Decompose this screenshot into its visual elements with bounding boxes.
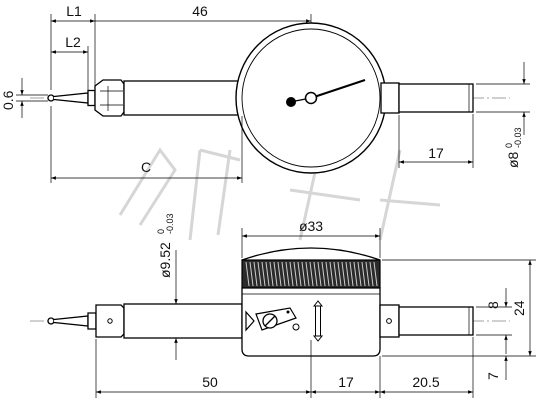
- dim-tail-17-label: 17: [428, 145, 444, 161]
- dim-side-stem-8-label: 8: [485, 301, 501, 309]
- direction-arrows-icon: [312, 300, 324, 342]
- triangle-indicator-icon: [245, 310, 255, 332]
- dim-height-24: 24: [382, 259, 536, 357]
- top-holder: [94, 79, 125, 117]
- dim-l2-label: L2: [65, 34, 81, 50]
- dim-bottom-row: 50 17 20.5: [95, 337, 474, 398]
- top-view: L1 46 L2 0.6 17: [0, 3, 530, 183]
- bezel-knurling: [245, 261, 378, 287]
- dim-len-20-5-label: 20.5: [412, 374, 439, 390]
- dim-height-24-label: 24: [511, 300, 527, 316]
- top-shank: [123, 80, 243, 116]
- dim-offset-7: 7: [485, 356, 508, 380]
- dim-stem-dia-tol-top: 0: [504, 143, 514, 148]
- dim-ball-dia-label: 0.6: [0, 90, 16, 110]
- dim-l2: L2: [51, 34, 89, 90]
- dim-dial-dia: ø33: [241, 218, 381, 258]
- side-contact-point: [47, 312, 97, 330]
- side-holder: [95, 304, 125, 338]
- side-lever: [255, 307, 300, 331]
- dim-len-50-label: 50: [202, 374, 218, 390]
- side-view: ø33 ø9.52 0 -0.03 8 24 7: [30, 213, 536, 398]
- dim-len-17-label: 17: [338, 374, 354, 390]
- top-dial: [235, 22, 387, 174]
- dim-stem-dia-label: ø8: [505, 151, 521, 168]
- dim-ball-dia: 0.6: [0, 78, 48, 118]
- dim-offset-7-label: 7: [485, 372, 501, 380]
- dim-side-stem-8: 8: [476, 288, 512, 354]
- dim-stem-dia: ø8 0 -0.03: [476, 62, 530, 168]
- side-dial-body: [241, 247, 381, 357]
- top-stem: [380, 82, 474, 114]
- side-shank: [123, 303, 243, 339]
- dim-l1-label: L1: [66, 3, 82, 19]
- dim-tail-17: 17: [398, 114, 474, 168]
- dim-shank-dia-tol-bottom: -0.03: [165, 213, 175, 234]
- side-stem: [379, 304, 474, 338]
- dim-46: 46: [95, 3, 312, 23]
- dim-c: C: [50, 106, 243, 183]
- dim-c-label: C: [141, 159, 151, 175]
- dim-shank-dia: ø9.52 0 -0.03: [156, 213, 178, 360]
- dim-46-label: 46: [192, 3, 208, 19]
- dim-stem-dia-tol-bottom: -0.03: [513, 127, 523, 148]
- top-contact-point: [47, 89, 96, 107]
- dim-shank-dia-tol-top: 0: [156, 229, 166, 234]
- dim-shank-dia-label: ø9.52: [157, 242, 173, 278]
- dim-dial-dia-label: ø33: [299, 218, 323, 234]
